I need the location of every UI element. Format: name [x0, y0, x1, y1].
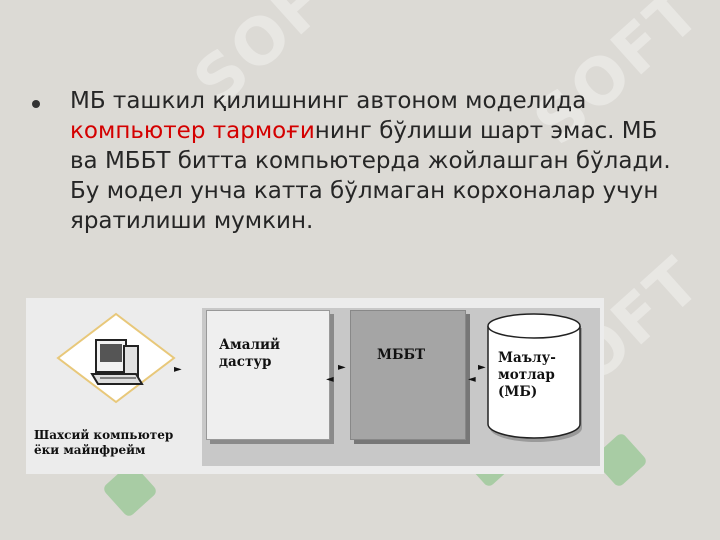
application-label: Амалий дастур	[219, 337, 281, 370]
bullet-text-highlight: компьютер тармоғи	[70, 118, 315, 144]
architecture-diagram: Шахсий компьютер ёки майнфрейм ► Амалий …	[26, 298, 604, 474]
database-label: Маълу-мотлар (МБ)	[498, 350, 556, 400]
dbms-label: МББТ	[377, 347, 426, 363]
arrow-right-icon: ►	[478, 362, 486, 373]
bullet-text-part2: нинг бўлиши шарт эмас. МБ ва МББТ битта …	[70, 118, 671, 234]
arrow-left-icon: ◄	[468, 374, 476, 385]
arrow-right-icon: ►	[174, 364, 182, 375]
database-cylinder	[487, 313, 582, 442]
bullet-text: МБ ташкил қилишнинг автоном моделида ком…	[70, 86, 686, 236]
pc-label: Шахсий компьютер ёки майнфрейм	[34, 428, 174, 457]
application-box: Амалий дастур	[206, 310, 330, 440]
bullet-dot	[32, 100, 40, 108]
bullet-text-part1: МБ ташкил қилишнинг автоном моделида	[70, 88, 587, 114]
dbms-box: МББТ	[350, 310, 466, 440]
computer-icon	[56, 312, 176, 404]
bullet-list: МБ ташкил қилишнинг автоном моделида ком…	[32, 86, 686, 236]
arrow-left-icon: ◄	[326, 374, 334, 385]
arrow-right-icon: ►	[338, 362, 346, 373]
